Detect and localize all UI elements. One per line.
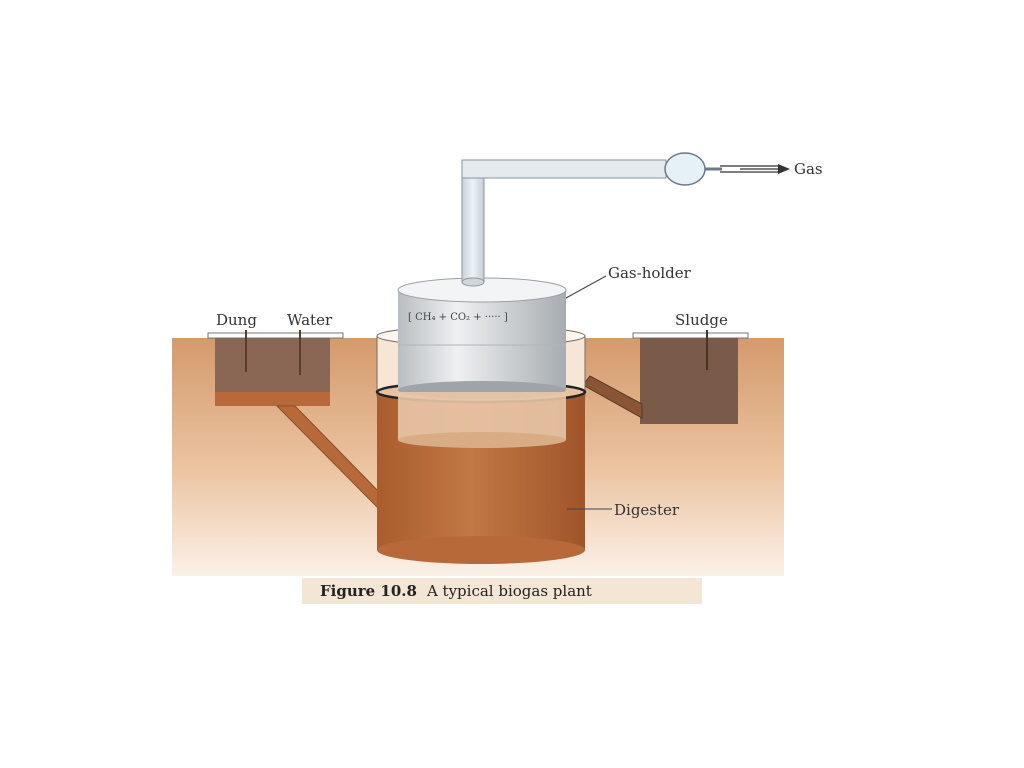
inlet-tank <box>207 330 344 406</box>
digester-label: Digester <box>614 501 680 519</box>
gas-label: Gas <box>794 160 823 178</box>
sludge-label: Sludge <box>675 311 728 329</box>
gas-holder-cylinder <box>397 277 567 448</box>
outlet-tank <box>632 330 749 424</box>
water-label: Water <box>287 311 333 329</box>
gas-holder-label: Gas-holder <box>608 264 692 282</box>
dung-label: Dung <box>216 311 257 329</box>
formula-label: [ CH₄ + CO₂ + ····· ] <box>408 312 508 323</box>
caption-background <box>302 578 702 604</box>
figure-caption: Figure 10.8 A typical biogas plant <box>320 582 592 600</box>
gas-valve <box>664 152 706 186</box>
gas-holder-leader <box>565 275 607 299</box>
gas-outlet-arrow <box>720 164 790 174</box>
caption-text: A typical biogas plant <box>426 582 592 600</box>
caption-number: Figure 10.8 <box>320 582 417 600</box>
outlet-pipe <box>582 375 643 419</box>
